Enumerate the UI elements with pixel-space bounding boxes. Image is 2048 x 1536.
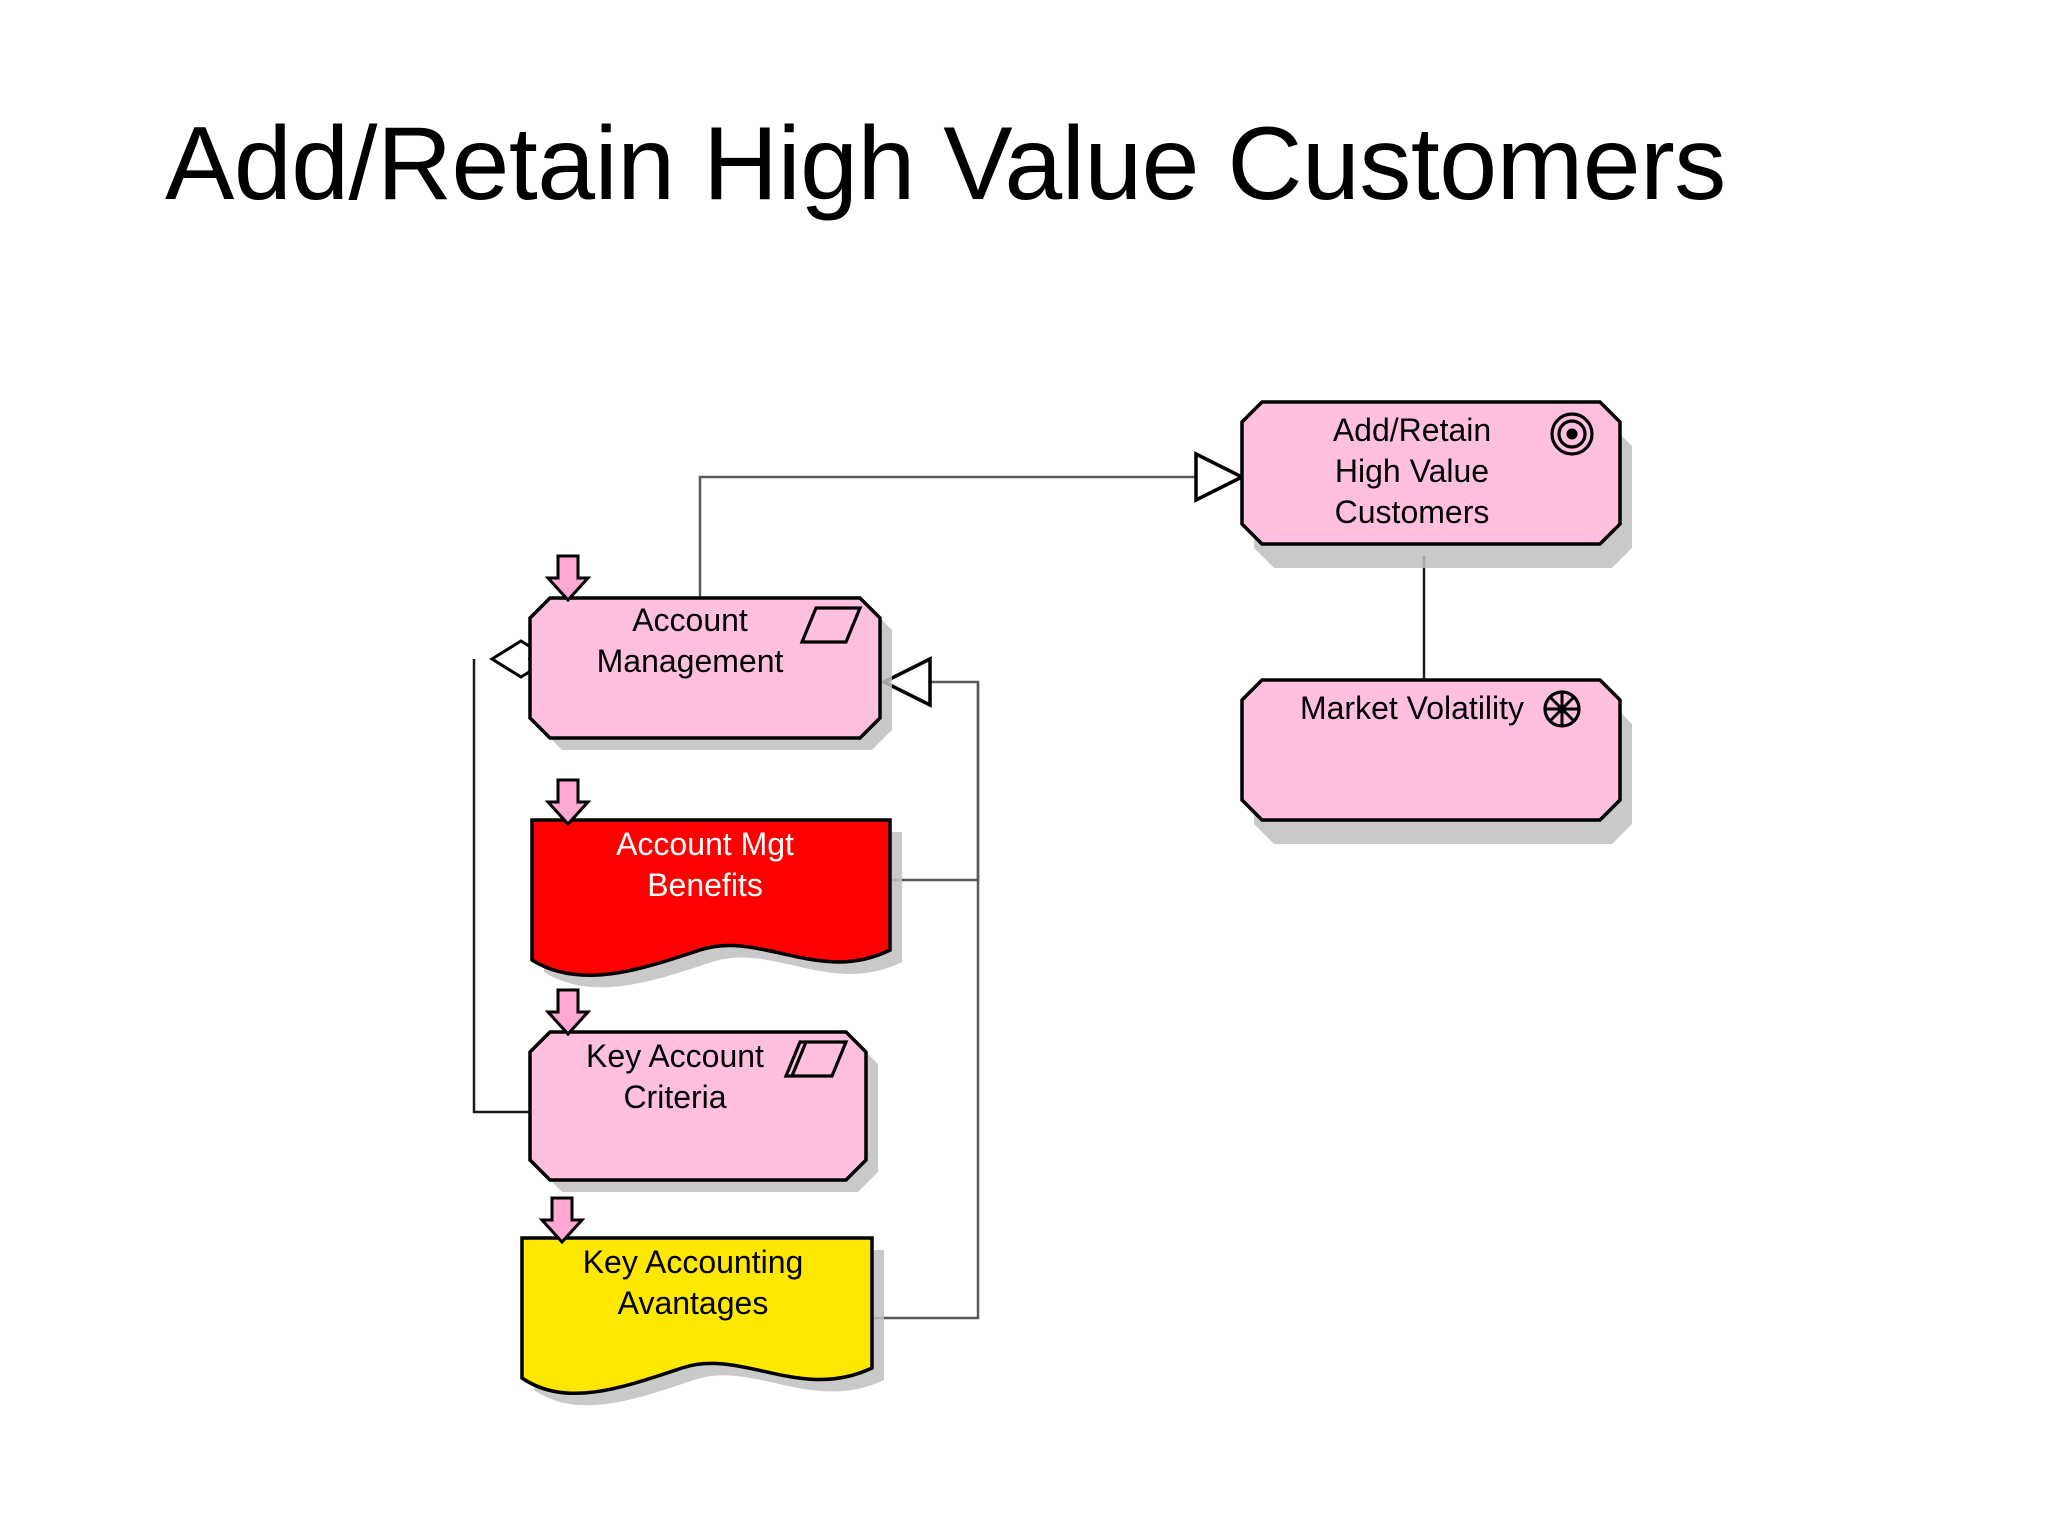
node-market-volatility[interactable] <box>1240 678 1632 844</box>
node-key-account-criteria[interactable] <box>528 1030 878 1192</box>
node-body <box>528 596 882 740</box>
drop-marker-account-mgt-benefits-icon <box>544 778 592 827</box>
connector-account-management-realizes-goal[interactable] <box>698 451 1246 598</box>
node-body <box>1240 400 1622 546</box>
node-body <box>1240 678 1622 822</box>
drop-marker-key-account-criteria-icon <box>544 988 592 1037</box>
node-account-mgt-benefits[interactable] <box>530 818 902 988</box>
drop-marker-key-accounting-avantages-icon <box>538 1196 586 1245</box>
hollow-triangle-marker <box>880 656 932 708</box>
connector-avantages-realizes-account-management[interactable] <box>860 656 980 1320</box>
drop-marker-account-management-icon <box>544 554 592 603</box>
representation-icon <box>799 606 863 644</box>
node-account-management[interactable] <box>528 596 892 750</box>
node-body <box>528 1030 868 1182</box>
node-body <box>520 1236 874 1396</box>
node-add-retain-high-value-customers[interactable] <box>1240 400 1632 568</box>
node-key-accounting-avantages[interactable] <box>520 1236 884 1406</box>
hollow-triangle-marker <box>1194 451 1246 503</box>
page-title: Add/Retain High Value Customers <box>165 106 1726 222</box>
node-body <box>530 818 892 978</box>
drop-marker-layer <box>538 554 592 1245</box>
contract-icon <box>783 1040 849 1078</box>
driver-icon <box>1543 690 1581 728</box>
goal-icon <box>1550 412 1594 456</box>
